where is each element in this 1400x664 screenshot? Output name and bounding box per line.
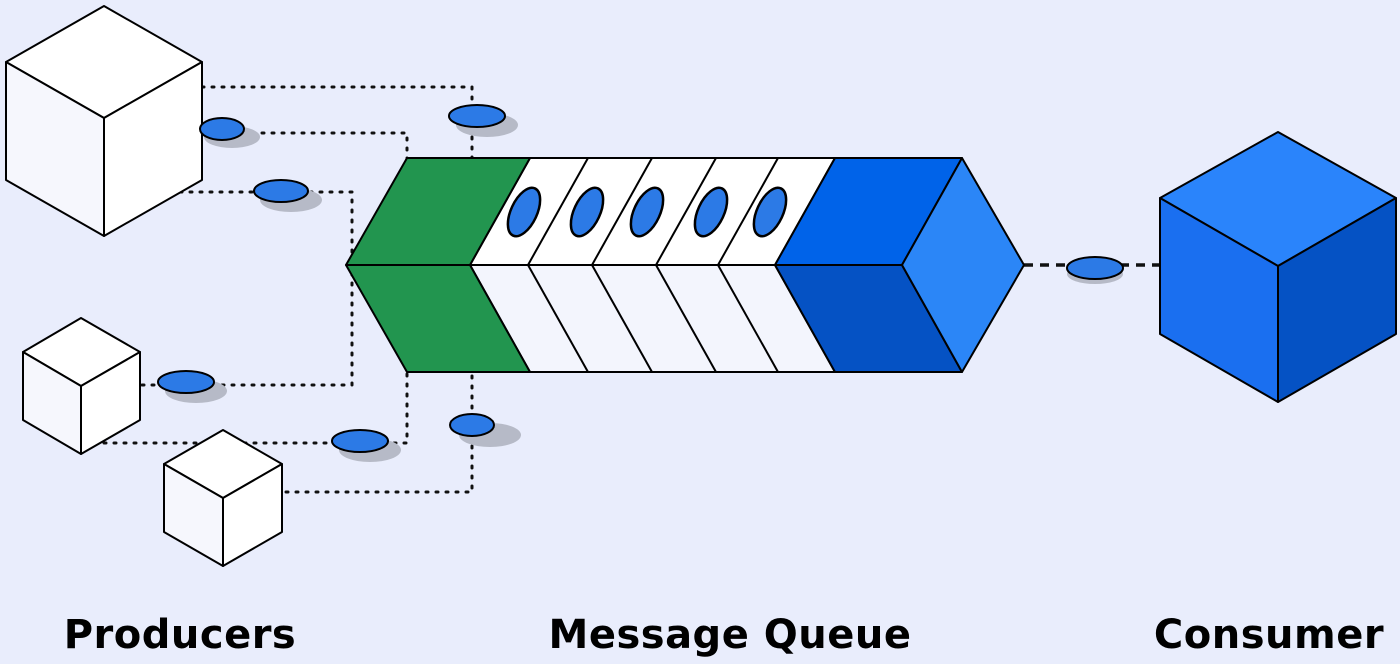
connector-producer2 [140,266,354,387]
producer-cube-small-a [22,317,141,455]
queue-head [345,157,531,373]
producers-label: Producers [63,612,297,658]
connector-producer1-low [178,190,354,264]
connector-producer2-low [82,370,409,445]
connector-producer3 [284,370,474,494]
message-queue-label: Message Queue [548,612,912,658]
message-queue [345,157,1025,373]
queued-message [506,186,542,238]
message-disc [331,429,401,462]
message-disc [199,117,260,148]
message-disc [1066,256,1124,284]
connector-producer1-top [200,85,474,160]
message-disc [253,179,322,212]
message-disc [449,413,521,447]
producer-cube-small-b [163,429,283,567]
queued-message [752,186,788,238]
producer-cube-large [5,5,203,237]
consumer-cube [1159,131,1397,403]
consumer-label: Consumer [1153,612,1385,658]
queued-message [629,186,665,238]
message-discs [157,104,1124,462]
message-disc [448,104,518,137]
message-disc [157,370,227,403]
queue-tail [774,157,1025,373]
queued-message [569,186,605,238]
queued-message [693,186,729,238]
queued-messages [506,186,788,238]
connector-producer1-mid [200,131,409,162]
